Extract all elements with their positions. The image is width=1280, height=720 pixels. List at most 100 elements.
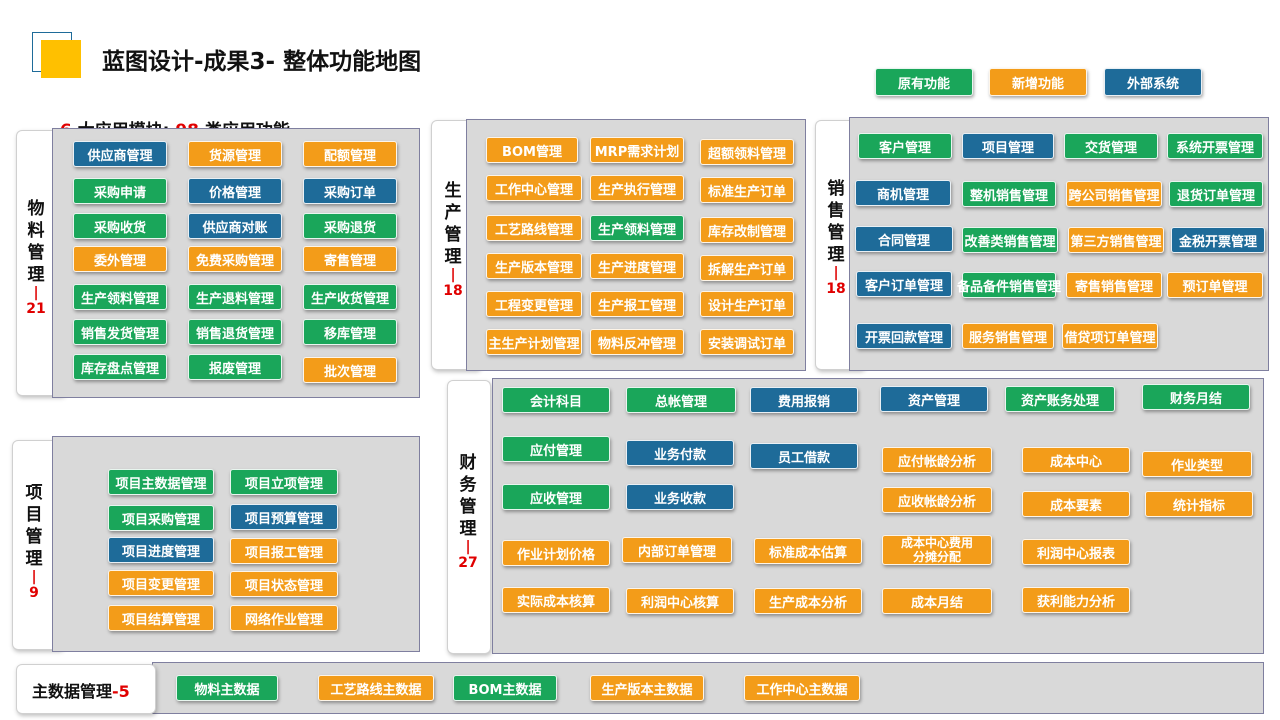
finance-item[interactable]: 实际成本核算: [502, 587, 610, 613]
material-item[interactable]: 批次管理: [303, 357, 397, 383]
production-item[interactable]: 主生产计划管理: [486, 329, 582, 355]
material-item[interactable]: 销售退货管理: [188, 319, 282, 345]
production-item[interactable]: 生产进度管理: [590, 253, 684, 279]
finance-item[interactable]: 财务月结: [1142, 384, 1250, 410]
production-item[interactable]: MRP需求计划: [590, 137, 684, 163]
project-item[interactable]: 项目主数据管理: [108, 469, 214, 495]
finance-item[interactable]: 作业计划价格: [502, 540, 610, 566]
production-item[interactable]: 物料反冲管理: [590, 329, 684, 355]
production-item[interactable]: 库存改制管理: [700, 217, 794, 243]
sales-item[interactable]: 借贷项订单管理: [1062, 323, 1158, 349]
finance-item[interactable]: 资产管理: [880, 386, 988, 412]
project-item[interactable]: 项目预算管理: [230, 504, 338, 530]
sales-item[interactable]: 交货管理: [1064, 133, 1158, 159]
finance-item[interactable]: 应收帐龄分析: [882, 487, 992, 513]
production-item[interactable]: 生产领料管理: [590, 215, 684, 241]
project-item[interactable]: 项目状态管理: [230, 571, 338, 597]
finance-item[interactable]: 应付帐龄分析: [882, 447, 992, 473]
finance-item[interactable]: 利润中心核算: [626, 588, 734, 614]
production-item[interactable]: 生产执行管理: [590, 175, 684, 201]
sales-item[interactable]: 客户订单管理: [856, 271, 952, 297]
finance-item[interactable]: 费用报销: [750, 387, 858, 413]
sales-item[interactable]: 金税开票管理: [1171, 227, 1265, 253]
production-item[interactable]: 拆解生产订单: [700, 255, 794, 281]
production-item[interactable]: 生产报工管理: [590, 291, 684, 317]
sales-item[interactable]: 整机销售管理: [962, 181, 1056, 207]
material-item[interactable]: 采购退货: [303, 213, 397, 239]
finance-item[interactable]: 利润中心报表: [1022, 539, 1130, 565]
finance-item[interactable]: 员工借款: [750, 443, 858, 469]
finance-item[interactable]: 标准成本估算: [754, 538, 862, 564]
finance-item[interactable]: 业务收款: [626, 484, 734, 510]
sales-item[interactable]: 寄售销售管理: [1066, 272, 1162, 298]
material-item[interactable]: 委外管理: [73, 246, 167, 272]
material-item[interactable]: 供应商管理: [73, 141, 167, 167]
material-item[interactable]: 货源管理: [188, 141, 282, 167]
sales-item[interactable]: 第三方销售管理: [1068, 227, 1164, 253]
material-item[interactable]: 销售发货管理: [73, 319, 167, 345]
finance-item[interactable]: 资产账务处理: [1005, 386, 1115, 412]
finance-item[interactable]: 应付管理: [502, 436, 610, 462]
finance-item[interactable]: 业务付款: [626, 440, 734, 466]
project-item[interactable]: 项目变更管理: [108, 570, 214, 596]
material-item[interactable]: 采购订单: [303, 178, 397, 204]
sales-item[interactable]: 改善类销售管理: [962, 227, 1058, 253]
finance-item[interactable]: 成本中心: [1022, 447, 1130, 473]
project-item[interactable]: 项目结算管理: [108, 605, 214, 631]
sales-item[interactable]: 系统开票管理: [1167, 133, 1263, 159]
sales-item[interactable]: 退货订单管理: [1169, 181, 1263, 207]
master-item[interactable]: 生产版本主数据: [590, 675, 704, 701]
production-item[interactable]: 工程变更管理: [486, 291, 582, 317]
material-item[interactable]: 生产退料管理: [188, 284, 282, 310]
material-item[interactable]: 配额管理: [303, 141, 397, 167]
material-item[interactable]: 供应商对账: [188, 213, 282, 239]
production-item[interactable]: 设计生产订单: [700, 291, 794, 317]
sales-item[interactable]: 商机管理: [855, 180, 951, 206]
finance-item[interactable]: 作业类型: [1142, 451, 1252, 477]
master-item[interactable]: BOM主数据: [453, 675, 557, 701]
finance-item[interactable]: 成本月结: [882, 588, 992, 614]
sales-item[interactable]: 备品备件销售管理: [957, 272, 1061, 298]
production-item[interactable]: 生产版本管理: [486, 253, 582, 279]
material-item[interactable]: 寄售管理: [303, 246, 397, 272]
sales-item[interactable]: 跨公司销售管理: [1066, 181, 1162, 207]
material-item[interactable]: 移库管理: [303, 319, 397, 345]
sales-item[interactable]: 合同管理: [855, 226, 953, 252]
finance-item[interactable]: 获利能力分析: [1022, 587, 1130, 613]
material-item[interactable]: 生产收货管理: [303, 284, 397, 310]
project-item[interactable]: 项目进度管理: [108, 537, 214, 563]
finance-item[interactable]: 生产成本分析: [754, 588, 862, 614]
project-item[interactable]: 项目报工管理: [230, 538, 338, 564]
material-item[interactable]: 报废管理: [188, 354, 282, 380]
sales-item[interactable]: 预订单管理: [1167, 272, 1263, 298]
master-item[interactable]: 工作中心主数据: [744, 675, 860, 701]
project-item[interactable]: 项目采购管理: [108, 505, 214, 531]
production-item[interactable]: 超额领料管理: [700, 139, 794, 165]
sales-item[interactable]: 项目管理: [962, 133, 1054, 159]
production-item[interactable]: 标准生产订单: [700, 177, 794, 203]
finance-item[interactable]: 内部订单管理: [622, 537, 732, 563]
finance-item[interactable]: 统计指标: [1145, 491, 1253, 517]
project-item[interactable]: 项目立项管理: [230, 469, 338, 495]
finance-item[interactable]: 会计科目: [502, 387, 610, 413]
sales-item[interactable]: 服务销售管理: [962, 323, 1054, 349]
finance-item[interactable]: 应收管理: [502, 484, 610, 510]
production-item[interactable]: 安装调试订单: [700, 329, 794, 355]
finance-item[interactable]: 成本要素: [1022, 491, 1130, 517]
production-item[interactable]: BOM管理: [486, 137, 578, 163]
production-item[interactable]: 工艺路线管理: [486, 215, 582, 241]
material-item[interactable]: 免费采购管理: [188, 246, 282, 272]
material-item[interactable]: 采购申请: [73, 178, 167, 204]
sales-item[interactable]: 开票回款管理: [856, 323, 952, 349]
material-item[interactable]: 采购收货: [73, 213, 167, 239]
sales-item[interactable]: 客户管理: [858, 133, 952, 159]
material-item[interactable]: 库存盘点管理: [73, 354, 167, 380]
production-item[interactable]: 工作中心管理: [486, 175, 582, 201]
finance-item[interactable]: 总帐管理: [626, 387, 736, 413]
master-item[interactable]: 物料主数据: [176, 675, 278, 701]
finance-item[interactable]: 成本中心费用 分摊分配: [882, 535, 992, 565]
material-item[interactable]: 价格管理: [188, 178, 282, 204]
material-item[interactable]: 生产领料管理: [73, 284, 167, 310]
project-item[interactable]: 网络作业管理: [230, 605, 338, 631]
master-item[interactable]: 工艺路线主数据: [318, 675, 434, 701]
